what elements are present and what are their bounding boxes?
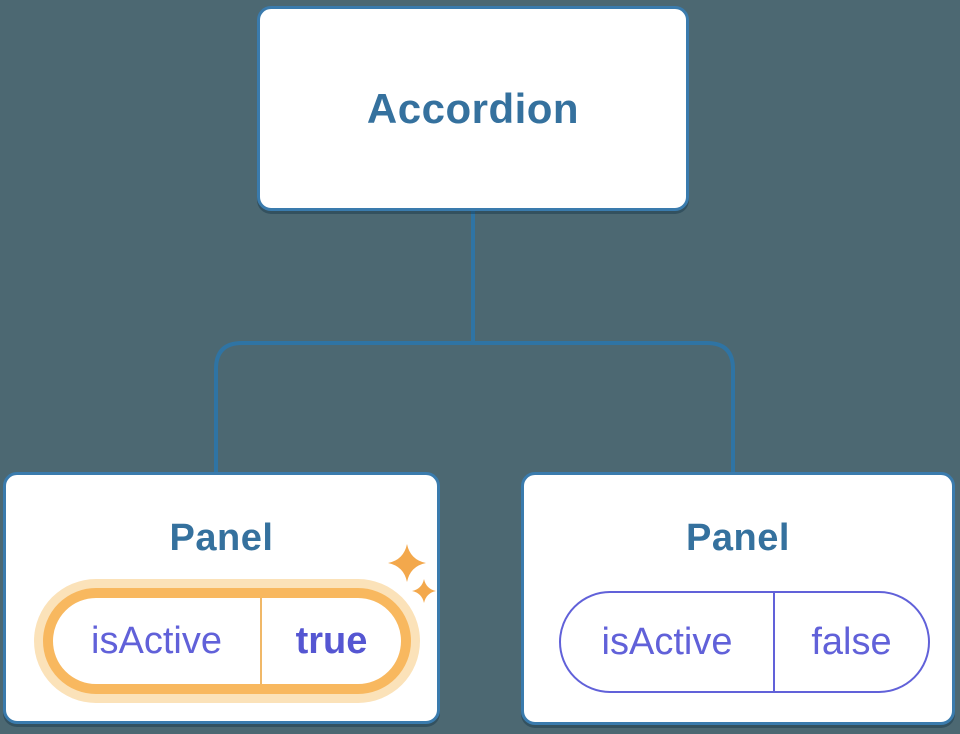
accordion-node-label: Accordion <box>366 84 580 132</box>
prop-pill-divider <box>260 598 262 684</box>
prop-value: true <box>295 619 368 662</box>
prop-name: isActive <box>91 619 222 662</box>
prop-name: isActive <box>601 620 733 663</box>
prop-value: false <box>811 620 892 663</box>
panel-node-label: Panel <box>686 517 790 559</box>
prop-pill-inactive: isActive false <box>559 591 930 693</box>
panel-node-label: Panel <box>169 517 274 559</box>
connector-branch <box>214 341 735 473</box>
prop-pill-active: isActive true <box>43 588 411 694</box>
panel-node-active: Panel isActive true <box>3 472 440 724</box>
accordion-node: Accordion <box>257 6 689 211</box>
prop-pill-divider <box>773 593 775 691</box>
panel-node-inactive: Panel isActive false <box>521 472 955 725</box>
